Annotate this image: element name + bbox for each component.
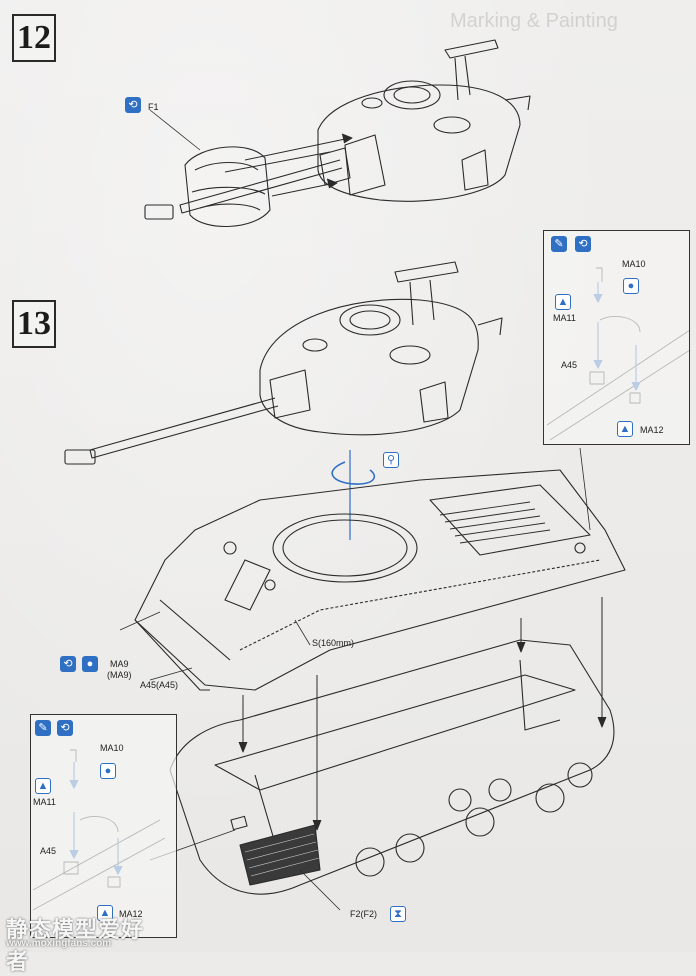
watermark: 静态模型爱好者 www.moxingfans.com xyxy=(0,912,160,974)
inset-left-ma10: MA10 xyxy=(100,743,124,753)
cement-icon: ● xyxy=(100,763,116,779)
rotate-icon: ⟲ xyxy=(57,720,73,736)
part-label-s-160mm: S(160mm) xyxy=(312,638,355,648)
rotate-view-icon: ⚲ xyxy=(383,452,399,468)
inset-right-ma10: MA10 xyxy=(622,259,646,269)
inset-right-ma11: MA11 xyxy=(553,313,576,323)
cement-icon: ● xyxy=(82,656,98,672)
upward-icon: ▲ xyxy=(97,905,113,921)
inset-left-ma11: MA11 xyxy=(33,797,56,807)
inset-left-ma12: MA12 xyxy=(119,909,143,919)
lower-hull xyxy=(169,639,615,895)
cement-icon: ● xyxy=(623,278,639,294)
turret-step13 xyxy=(259,261,503,436)
inset-right-ma12: MA12 xyxy=(640,425,664,435)
step-number-13: 13 xyxy=(12,300,56,348)
inset-left-a45: A45 xyxy=(40,846,57,856)
part-label-f1: F1 xyxy=(148,102,159,112)
mantlet-cover-f1 xyxy=(149,109,271,227)
rotate-icon: ⟲ xyxy=(125,97,141,113)
part-label-f2: F2(F2) xyxy=(350,909,377,919)
step-number-12: 12 xyxy=(12,14,56,62)
upward-icon: ▲ xyxy=(35,778,51,794)
cut-icon: ✎ xyxy=(35,720,51,736)
gun-barrel-step12 xyxy=(144,147,351,220)
detail-inset-right xyxy=(543,230,690,445)
inset-right-a45: A45 xyxy=(561,360,578,370)
part-label-ma9: MA9 xyxy=(110,659,129,669)
gun-barrel-step13 xyxy=(64,397,279,465)
hourglass-icon: ⧗ xyxy=(390,906,406,922)
faded-header-text: Marking & Painting xyxy=(450,10,618,32)
upper-hull xyxy=(134,469,626,691)
rotate-icon: ⟲ xyxy=(60,656,76,672)
detail-inset-left xyxy=(30,714,177,938)
rotate-icon: ⟲ xyxy=(575,236,591,252)
watermark-url: www.moxingfans.com xyxy=(6,938,112,949)
cut-icon: ✎ xyxy=(551,236,567,252)
part-label-a45: A45(A45) xyxy=(140,680,179,690)
upward-icon: ▲ xyxy=(617,421,633,437)
upward-icon: ▲ xyxy=(555,294,571,310)
part-label-ma9-paren: (MA9) xyxy=(107,670,132,680)
